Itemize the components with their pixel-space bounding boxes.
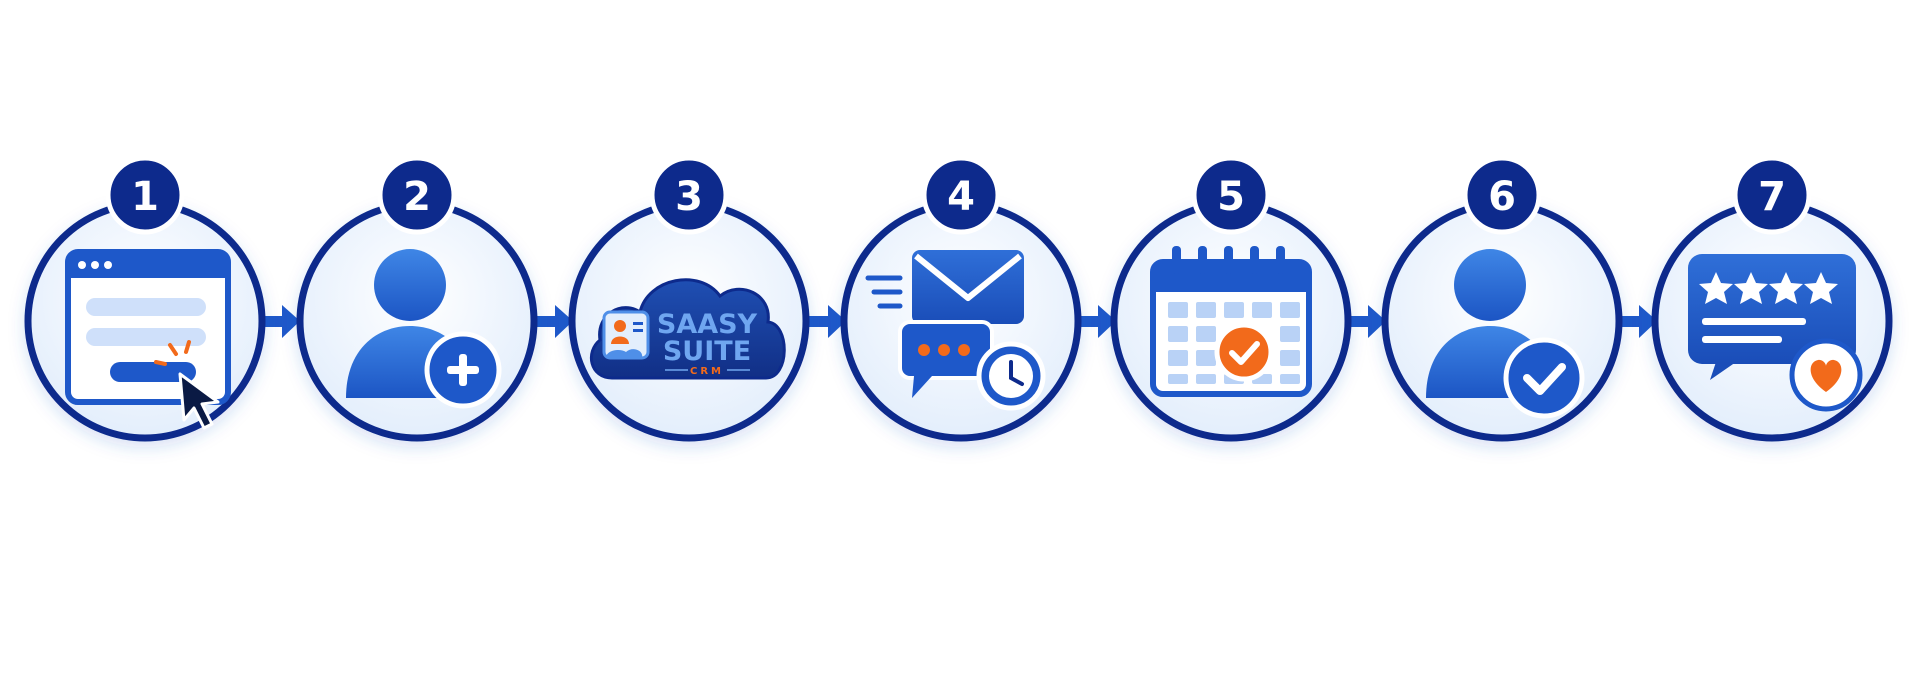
step-2: 2	[296, 155, 538, 442]
crm-cloud-icon: SAASY SUITE CRM	[590, 278, 786, 380]
web-form-click-icon	[65, 249, 231, 430]
step-6-number: 6	[1488, 174, 1516, 220]
email-message-clock-icon	[865, 250, 1046, 411]
step-1: 1	[24, 155, 266, 442]
step-7-badge	[1732, 155, 1812, 235]
step-2-circle	[296, 200, 538, 442]
connector-arrows	[262, 305, 1657, 338]
step-6-badge	[1462, 155, 1542, 235]
step-5-badge	[1191, 155, 1271, 235]
step-6-circle	[1381, 200, 1623, 442]
logo-line-1: SAASY	[657, 309, 758, 340]
step-7-number: 7	[1758, 174, 1786, 220]
step-2-number: 2	[403, 174, 431, 220]
calendar-check-icon	[1150, 246, 1312, 397]
step-1-number: 1	[131, 174, 159, 220]
arrow-4-5	[1076, 305, 1116, 338]
step-4-number: 4	[947, 174, 975, 220]
arrow-3-4	[806, 305, 846, 338]
user-check-icon	[1426, 249, 1585, 419]
step-5: 5	[1110, 155, 1352, 442]
review-stars-heart-icon	[1688, 254, 1863, 412]
step-5-number: 5	[1217, 174, 1245, 220]
step-6: 6	[1381, 155, 1623, 442]
arrow-1-2	[262, 305, 300, 338]
step-3-number: 3	[675, 174, 703, 220]
step-4: 4	[840, 155, 1082, 442]
step-2-badge	[377, 155, 457, 235]
arrow-2-3	[533, 305, 573, 338]
logo-line-2: SUITE	[663, 336, 751, 367]
arrow-6-7	[1617, 305, 1657, 338]
step-4-badge	[921, 155, 1001, 235]
step-3-badge	[649, 155, 729, 235]
step-7: 7	[1651, 155, 1893, 442]
step-3: SAASY SUITE CRM 3	[568, 155, 810, 442]
arrow-5-6	[1346, 305, 1386, 338]
logo-line-3: CRM	[690, 366, 724, 377]
add-user-icon	[346, 249, 502, 409]
step-1-badge	[105, 155, 185, 235]
